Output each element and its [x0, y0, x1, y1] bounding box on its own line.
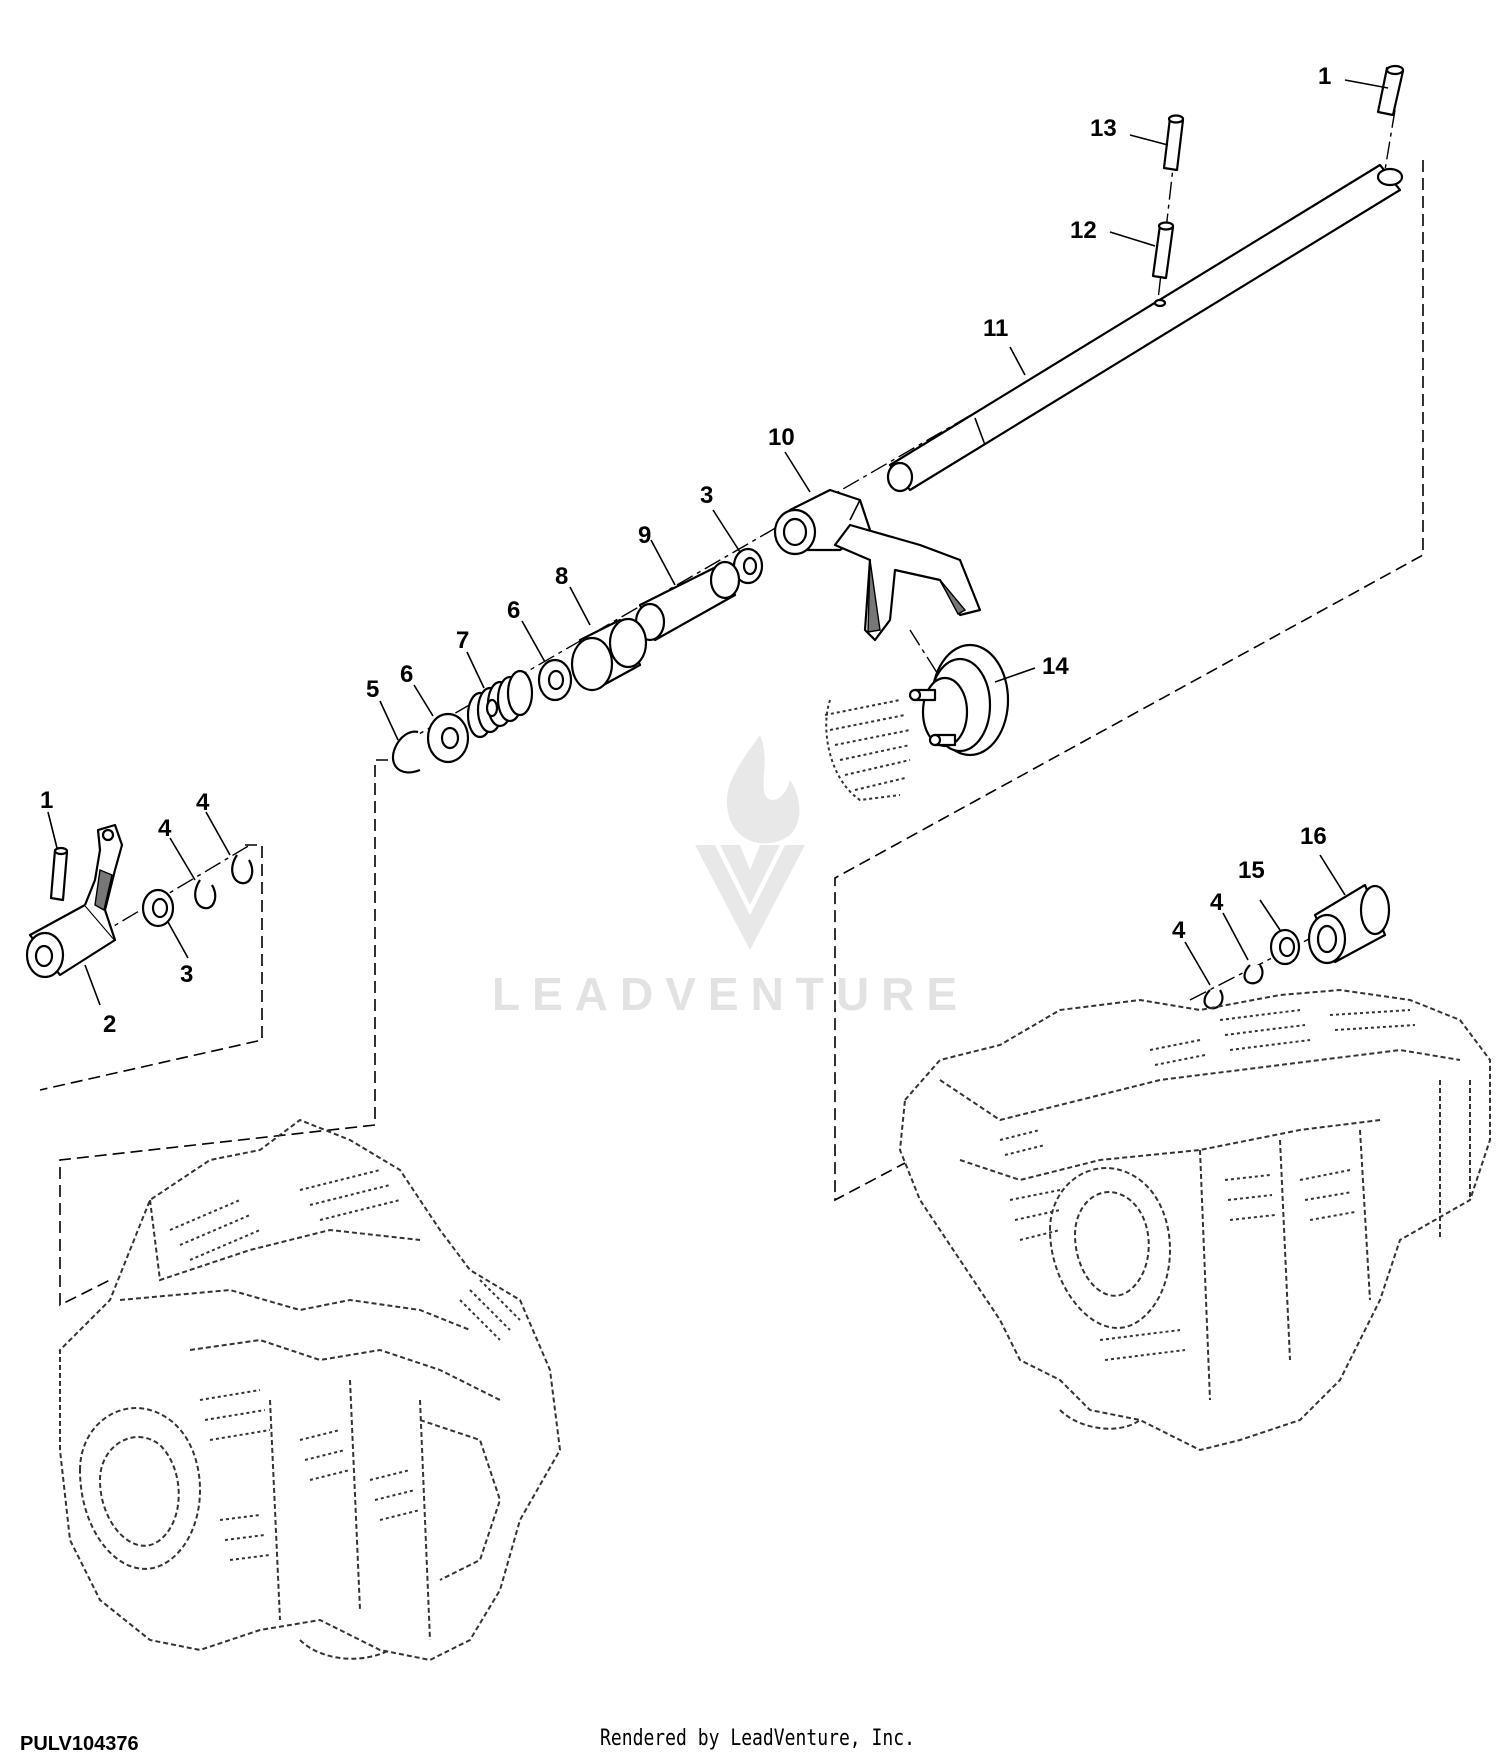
leader-10: [784, 451, 811, 493]
watermark-logo-icon: [695, 735, 805, 950]
leader-4-right-b: [1222, 912, 1249, 961]
figure-code: PULV104376: [20, 1733, 139, 1755]
callout-1-lever: 1: [40, 787, 53, 814]
callout-14: 14: [1042, 653, 1069, 680]
pin-part-13: [1162, 114, 1185, 172]
gear-part-14: [824, 643, 1010, 802]
callout-16: 16: [1300, 823, 1327, 850]
leader-1-lever: [47, 811, 58, 849]
washer-part-3-lever: [141, 888, 175, 928]
ring-part-4-lever-b: [231, 854, 254, 885]
leader-3: [712, 509, 741, 553]
callout-3-lever: 3: [180, 961, 193, 988]
shift-fork-part-10: [773, 488, 982, 642]
shaft-part-11: [886, 163, 1404, 493]
phantom-boundary-right: [834, 160, 1424, 1202]
pin-part-1-lever: [49, 846, 69, 902]
callout-10: 10: [768, 424, 795, 451]
callout-4-lever-a: 4: [158, 815, 172, 842]
transmission-housing-right: [898, 988, 1491, 1452]
leader-14: [994, 667, 1036, 683]
spacer-part-9: [634, 560, 741, 642]
lever-part-2: [25, 823, 124, 979]
washer-part-6-a: [537, 658, 573, 702]
callout-8: 8: [555, 563, 568, 590]
spring-part-7: [466, 669, 534, 739]
leader-1-top: [1344, 79, 1389, 89]
phantom-boundary-lever: [39, 844, 263, 1091]
phantom-boundary-left: [59, 759, 388, 1307]
leader-9: [650, 539, 676, 586]
leader-4-right-a: [1184, 941, 1211, 986]
watermark-text: LEADVENTURE: [492, 968, 969, 1020]
collar-part-8: [570, 617, 648, 692]
pin-part-12: [1151, 221, 1175, 280]
leader-8: [569, 586, 591, 626]
callout-5: 5: [366, 676, 379, 703]
callout-15: 15: [1238, 857, 1265, 884]
callout-9: 9: [638, 522, 651, 549]
leader-3-lever: [167, 921, 189, 959]
callout-4-right-a: 4: [1172, 917, 1186, 944]
leader-5: [379, 700, 399, 741]
leader-7: [466, 651, 485, 689]
callout-12: 12: [1070, 217, 1097, 244]
leader-15: [1259, 899, 1281, 931]
transmission-housing-left: [59, 1118, 562, 1662]
callout-7: 7: [456, 627, 469, 654]
callout-6-a: 6: [507, 597, 520, 624]
callout-1-top: 1: [1318, 63, 1331, 90]
pin-part-1-top: [1376, 64, 1405, 117]
ring-part-4-right-b: [1243, 964, 1264, 985]
leader-13: [1129, 134, 1169, 146]
washer-part-3: [732, 547, 764, 585]
leader-4-lever-a: [169, 837, 196, 881]
ring-part-4-lever-a: [194, 879, 217, 910]
callout-6-b: 6: [400, 661, 413, 688]
leader-6-a: [521, 620, 546, 663]
pin-axis-top: [1384, 109, 1396, 171]
callout-11: 11: [983, 315, 1008, 342]
callout-3: 3: [700, 482, 713, 509]
leader-12: [1109, 231, 1156, 247]
washer-part-15: [1269, 928, 1301, 966]
leader-4-lever-b: [205, 811, 231, 856]
washer-part-6-b: [426, 712, 470, 764]
leader-2: [84, 964, 101, 1006]
bushing-part-16: [1307, 883, 1391, 965]
snap-ring-part-5: [392, 730, 421, 774]
ring-part-4-right-a: [1203, 989, 1224, 1010]
callout-2: 2: [103, 1011, 116, 1038]
leader-6-b: [413, 684, 434, 717]
render-credit: Rendered by LeadVenture, Inc.: [600, 1726, 915, 1751]
callout-4-right-b: 4: [1210, 889, 1224, 916]
leader-11: [1009, 346, 1026, 376]
callout-13: 13: [1090, 115, 1117, 142]
callout-4-lever-b: 4: [196, 789, 210, 816]
leader-16: [1319, 854, 1346, 896]
